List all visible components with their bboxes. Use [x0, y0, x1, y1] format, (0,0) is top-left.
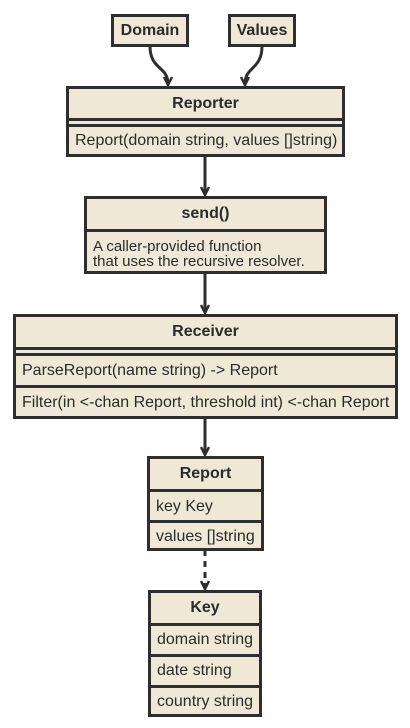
receiver-title: Receiver: [172, 323, 239, 340]
key-field-date: date string: [151, 654, 259, 685]
values-to-reporter-arrow: [245, 45, 264, 84]
send-title: send(): [181, 205, 230, 222]
key-field-domain: domain string: [151, 623, 259, 654]
key-title: Key: [190, 599, 220, 616]
reporter-divider: [69, 118, 342, 122]
receiver-method-filter: Filter(in <-chan Report, threshold int) …: [16, 385, 395, 417]
domain-node-label: Domain: [120, 21, 180, 39]
domain-node: Domain: [111, 14, 189, 47]
send-divider: [87, 229, 324, 232]
values-node-label: Values: [236, 21, 288, 39]
receiver-method-parse: ParseReport(name string) -> Report: [16, 353, 395, 385]
report-field-key: key Key: [150, 489, 261, 521]
key-field-country: country string: [151, 685, 259, 715]
send-description: A caller-provided function that uses the…: [93, 238, 305, 270]
key-struct: Key domain string date string country st…: [148, 590, 262, 717]
send-function: send() A caller-provided function that u…: [84, 196, 327, 274]
report-struct: Report key Key values []string: [147, 456, 264, 551]
domain-to-reporter-arrow: [148, 45, 168, 84]
reporter-class: Reporter Report(domain string, values []…: [66, 86, 345, 157]
reporter-method: Report(domain string, values []string): [69, 124, 342, 154]
report-title: Report: [179, 465, 232, 482]
reporter-title: Reporter: [172, 94, 239, 112]
receiver-class: Receiver ParseReport(name string) -> Rep…: [13, 314, 398, 419]
receiver-divider: [16, 347, 395, 351]
values-node: Values: [228, 14, 296, 47]
report-field-values: values []string: [150, 520, 261, 551]
